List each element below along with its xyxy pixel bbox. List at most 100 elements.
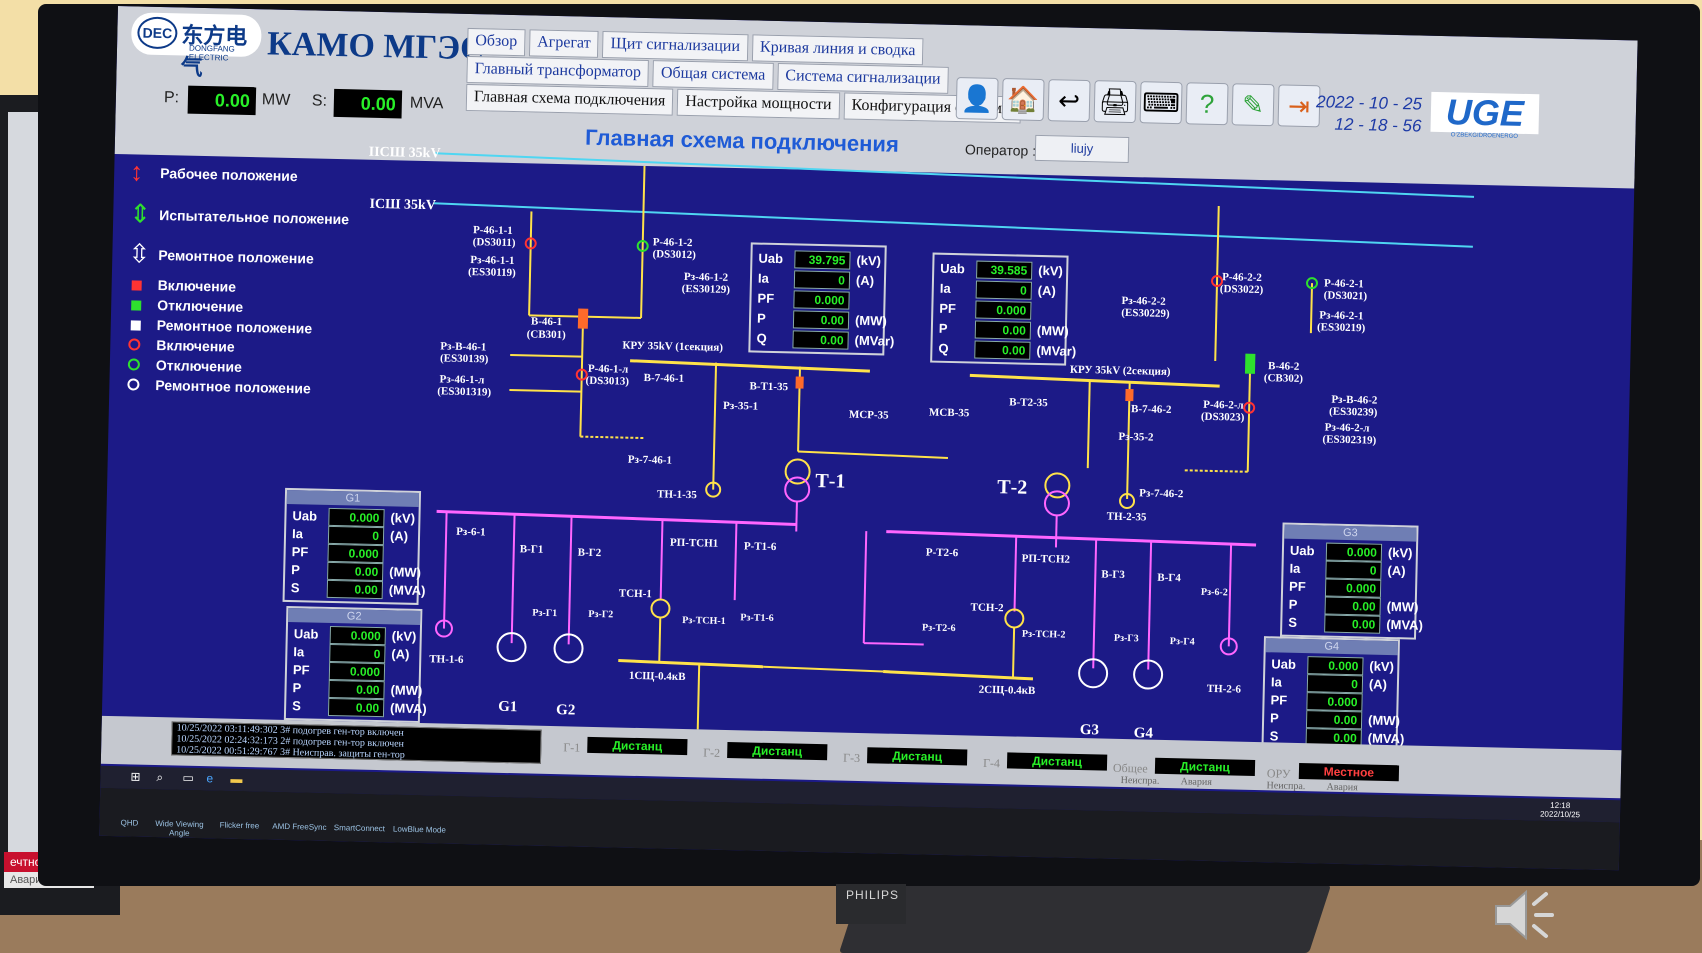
bus-1-line xyxy=(433,202,1473,248)
transformer-t2-hv-icon xyxy=(1044,472,1071,499)
label-pzt16: Рз-Т1-6 xyxy=(740,612,774,625)
g2-p-unit: (MW) xyxy=(390,682,423,699)
label-b7462: В-7-46-2 xyxy=(1130,403,1172,417)
label-p4621: Р-46-2-1 xyxy=(1323,277,1364,291)
generator-g2-icon xyxy=(553,633,584,664)
g3-panel-title: G3 xyxy=(1284,524,1417,542)
label-t2: Т-2 xyxy=(997,476,1028,499)
label-es30129: (ES30129) xyxy=(681,282,731,296)
line1-q-label: Q xyxy=(756,330,767,346)
label-p4612: Р-46-1-2 xyxy=(652,236,693,250)
label-pz4622: Рз-46-2-2 xyxy=(1121,294,1166,308)
lv-bus-2-label: 2СЩ-0.4кВ xyxy=(978,683,1036,697)
label-pzg2: Рз-Г2 xyxy=(588,608,614,621)
label-tch2: ТСН-2 xyxy=(970,601,1004,615)
g3-ia-label: Ia xyxy=(1289,560,1301,576)
line2-uab-value: 39.585 xyxy=(976,260,1033,280)
label-rptch1: РП-ТСН1 xyxy=(669,536,719,550)
label-bt135: В-Т1-35 xyxy=(749,380,789,394)
label-th135: ТН-1-35 xyxy=(656,488,697,502)
breaker-b462-icon xyxy=(1244,353,1256,374)
event-log[interactable]: 10/25/2022 03:11:49:302 3# подогрев ген-… xyxy=(171,721,542,764)
monitor-stand xyxy=(836,884,906,924)
line1-ia-value: 0 xyxy=(793,270,851,290)
gen-bus-1-line xyxy=(436,509,797,527)
g1-ia-unit: (A) xyxy=(389,528,409,544)
bus-2-label: IICШ 35kV xyxy=(368,144,441,162)
line2-ia-unit: (A) xyxy=(1037,282,1056,299)
label-g2: G2 xyxy=(555,702,576,719)
label-p462a: Р-46-2-л xyxy=(1203,398,1244,412)
label-pzt26: Рз-Т2-6 xyxy=(921,622,956,635)
label-cb301: (CB301) xyxy=(526,328,566,342)
tray-clock[interactable]: 12:18 2022/10/25 xyxy=(1539,800,1581,820)
label-pzb461: Рз-В-46-1 xyxy=(440,340,487,354)
label-pzg3: Рз-Г3 xyxy=(1113,632,1139,645)
line1-uab-unit: (kV) xyxy=(856,252,882,269)
label-pztch2: Рз-ТСН-2 xyxy=(1021,628,1066,641)
line2-p-value: 0.00 xyxy=(974,320,1032,340)
vt-th26-icon xyxy=(1219,637,1238,656)
g3-ia-unit: (A) xyxy=(1387,562,1406,579)
g2-uab-unit: (kV) xyxy=(391,628,417,644)
g2-s-value: 0.00 xyxy=(327,697,385,718)
search-icon[interactable]: ⌕ xyxy=(156,770,164,785)
g3-p-unit: (MW) xyxy=(1386,598,1419,615)
line2-uab-unit: (kV) xyxy=(1038,262,1063,279)
start-icon[interactable]: ⊞ xyxy=(130,769,141,784)
folder-icon[interactable]: ▬ xyxy=(230,771,243,787)
transformer-t1-lv-icon xyxy=(784,476,811,503)
label-g3: G3 xyxy=(1079,722,1100,739)
g4-panel-title: G4 xyxy=(1265,638,1398,656)
generator-g4-icon xyxy=(1133,659,1164,690)
lv-bus-2-line xyxy=(883,670,1034,681)
task-view-icon[interactable]: ▭ xyxy=(182,770,195,785)
status-g3-label: Г-3 xyxy=(842,750,861,766)
gen-bus-2-line xyxy=(886,530,1257,547)
g1-p-unit: (MW) xyxy=(389,564,422,581)
speaker-icon[interactable] xyxy=(1490,880,1560,950)
label-bg3: В-Г3 xyxy=(1101,568,1125,581)
label-pz461a: Рз-46-1-л xyxy=(439,373,485,387)
line1-p-unit: (MW) xyxy=(854,312,887,329)
label-b7461: В-7-46-1 xyxy=(643,372,685,385)
status-g4-value: Дистанц xyxy=(1006,752,1108,771)
label-bg2: В-Г2 xyxy=(577,546,602,560)
g2-ia-unit: (A) xyxy=(391,646,410,662)
line2-ia-value: 0 xyxy=(975,280,1032,300)
label-th26: ТН-2-6 xyxy=(1206,682,1242,696)
label-pz62: Рз-6-2 xyxy=(1200,586,1228,599)
g1-uab-unit: (kV) xyxy=(390,510,416,526)
line1-q-unit: (MVar) xyxy=(854,332,895,349)
g2-ia-label: Ia xyxy=(293,644,305,660)
label-mcp35: МСР-35 xyxy=(848,408,889,422)
label-es30139: (ES30139) xyxy=(439,352,489,366)
label-bt235: В-Т2-35 xyxy=(1009,396,1048,410)
line1-q-value: 0.00 xyxy=(792,330,849,350)
lv-bus-1-label: 1СЩ-0.4кВ xyxy=(628,669,686,684)
common-fault: Неиспра. xyxy=(1120,774,1160,787)
browser-icon[interactable]: e xyxy=(206,771,214,786)
label-pz462a: Рз-46-2-л xyxy=(1324,421,1370,435)
osd-freesync: AMD FreeSync xyxy=(272,821,327,832)
status-g1-label: Г-1 xyxy=(563,740,581,755)
transformer-t2-lv-icon xyxy=(1043,490,1070,517)
label-pt26: Р-Т2-6 xyxy=(925,546,959,560)
line2-p-unit: (MW) xyxy=(1036,322,1069,339)
g4-p-unit: (MW) xyxy=(1367,712,1401,729)
common-value: Дистанц xyxy=(1154,757,1256,776)
status-g3-value: Дистанц xyxy=(867,747,968,766)
label-b461: В-46-1 xyxy=(530,315,563,329)
g4-pf-label: PF xyxy=(1270,692,1288,708)
label-pz352: Рз-35-2 xyxy=(1118,430,1154,444)
line1-pf-value: 0.000 xyxy=(793,290,850,310)
tray-date: 2022/10/25 xyxy=(1539,809,1581,820)
label-ds3011: (DS3011) xyxy=(472,236,516,250)
g2-uab-label: Uab xyxy=(293,626,319,642)
orv-fault: Неиспра. xyxy=(1266,780,1306,793)
label-es30219: (ES30219) xyxy=(1316,321,1366,335)
g3-uab-unit: (kV) xyxy=(1387,544,1413,561)
osd-flicker-free: Flicker free xyxy=(219,820,260,831)
